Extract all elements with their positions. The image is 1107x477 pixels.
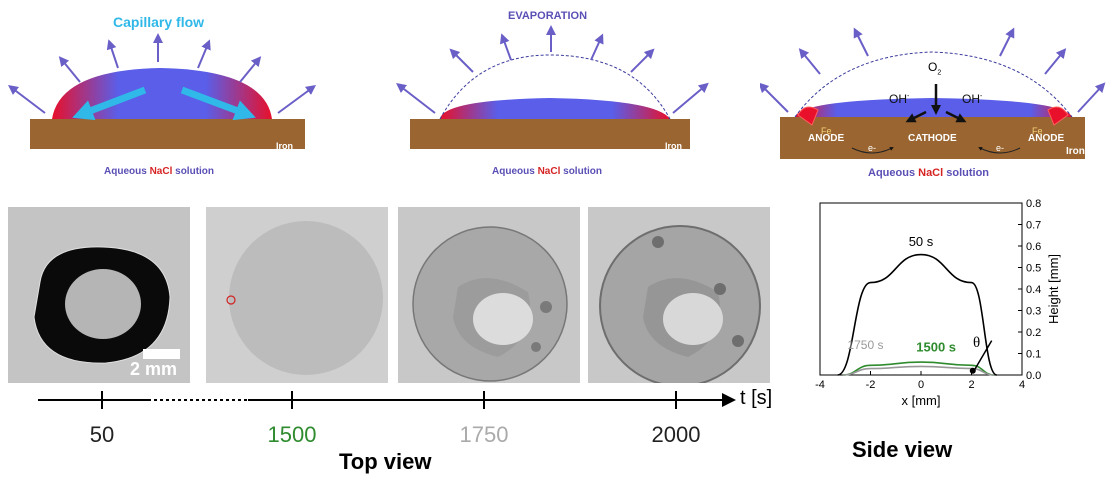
- electron-path-left: [851, 147, 894, 154]
- evaporation-arrow: [277, 85, 317, 114]
- initial-droplet-outline: [794, 51, 1073, 118]
- side-view-chart: -4 -2 0 2 40.0 0.1 0.2 0.3 0.4 0.5 0.6 0.7 0.8 x [mm]…: [815, 198, 1061, 408]
- y-tick-label: 0.6: [1026, 241, 1041, 253]
- y-tick-label: 0.8: [1026, 198, 1041, 210]
- series-label-2: 1750 s: [847, 338, 883, 352]
- y-tick-label: 0.4: [1026, 284, 1041, 296]
- corrosion-panel: O2 OH- OH- Fe Fe ANODE CATHODE ANODE e- …: [760, 0, 1107, 185]
- time-axis: [38, 391, 736, 409]
- corrosion-diagram: [760, 27, 1106, 159]
- x-tick-label: 0: [918, 379, 924, 391]
- y-tick-label: 0.2: [1026, 327, 1041, 339]
- iron-substrate: [780, 117, 1085, 159]
- evaporation-arrow: [197, 39, 211, 69]
- top-view-photo-1750s: [398, 207, 580, 383]
- evaporation-arrow: [106, 39, 119, 69]
- series-line-1: [842, 361, 995, 376]
- side-view-label: Side view: [852, 437, 953, 462]
- iron-label: Iron: [665, 141, 682, 151]
- contact-line-marker: [226, 295, 236, 305]
- capillary-arrow-right: [180, 86, 256, 121]
- hydroxide-right: OH-: [962, 92, 983, 106]
- series-label-0: 50 s: [909, 234, 934, 249]
- capillary-flow-panel: Capillary flow: [0, 0, 330, 180]
- top-view-photo-1500s: [206, 207, 388, 383]
- droplet: [795, 98, 1072, 117]
- iron-substrate: [30, 119, 305, 149]
- capillary-flow-diagram: [8, 33, 317, 149]
- contact-angle-label: θ: [973, 335, 980, 351]
- evaporation-panel: EVAPORATION Iron Aqueous NaCl solution: [385, 0, 715, 180]
- contact-angle-line: [972, 340, 993, 374]
- top-view-label: Top view: [339, 449, 432, 474]
- x-tick-label: 2: [968, 379, 974, 391]
- iron-substrate: [410, 119, 690, 149]
- x-tick-label: -4: [815, 379, 825, 391]
- electron-path-right: [978, 147, 1021, 154]
- x-axis-label: x [mm]: [902, 393, 941, 408]
- hydroxide-left: OH-: [889, 92, 910, 106]
- initial-droplet-outline: [439, 54, 671, 120]
- iron-label: Iron: [1066, 146, 1085, 157]
- tick-label-50: 50: [89, 422, 115, 447]
- x-tick-label: -2: [866, 379, 876, 391]
- droplet: [440, 98, 670, 119]
- o2-label: O2: [928, 60, 942, 77]
- scale-bar-label: 2 mm: [130, 359, 178, 379]
- tick-label-1500: 1500: [267, 422, 317, 447]
- evaporation-title: EVAPORATION: [508, 10, 588, 22]
- series-line-2: [842, 365, 995, 376]
- evaporation-arrow: [239, 56, 262, 83]
- y-tick-label: 0.5: [1026, 263, 1041, 275]
- evaporation-diagram: [396, 25, 709, 149]
- anode-left-label: ANODE: [808, 133, 845, 144]
- evaporation-arrow: [8, 84, 46, 114]
- time-axis-label: t [s]: [740, 387, 773, 409]
- top-view-photo-2000s: [588, 207, 770, 383]
- solution-caption: Aqueous NaCl solution: [104, 166, 215, 177]
- y-tick-label: 0.1: [1026, 349, 1041, 361]
- y-axis-label: Height [mm]: [1046, 254, 1061, 324]
- tick-label-2000: 2000: [651, 422, 701, 447]
- fe-label-right: Fe: [1032, 126, 1043, 136]
- series-label-1: 1500 s: [916, 339, 956, 354]
- iron-label: Iron: [276, 141, 293, 151]
- y-tick-label: 0.3: [1026, 306, 1041, 318]
- anode-right-label: ANODE: [1028, 133, 1065, 144]
- x-tick-label: 4: [1019, 379, 1025, 391]
- solution-caption: Aqueous NaCl solution: [868, 167, 990, 179]
- solution-caption: Aqueous NaCl solution: [492, 166, 603, 177]
- series-line-0: [837, 253, 998, 376]
- electron-label-left: e-: [868, 143, 877, 153]
- electron-label-right: e-: [996, 143, 1005, 153]
- capillary-flow-title: Capillary flow: [113, 14, 205, 30]
- y-tick-label: 0.0: [1026, 370, 1041, 382]
- cathode-label: CATHODE: [908, 133, 957, 144]
- capillary-arrow-left: [72, 86, 147, 121]
- fe-label-left: Fe: [821, 126, 832, 136]
- top-view-photo-50s: 2 mm: [8, 207, 190, 383]
- contact-point: [969, 367, 976, 374]
- evaporation-arrow: [58, 56, 81, 83]
- tick-label-1750: 1750: [459, 422, 509, 447]
- y-tick-label: 0.7: [1026, 220, 1041, 232]
